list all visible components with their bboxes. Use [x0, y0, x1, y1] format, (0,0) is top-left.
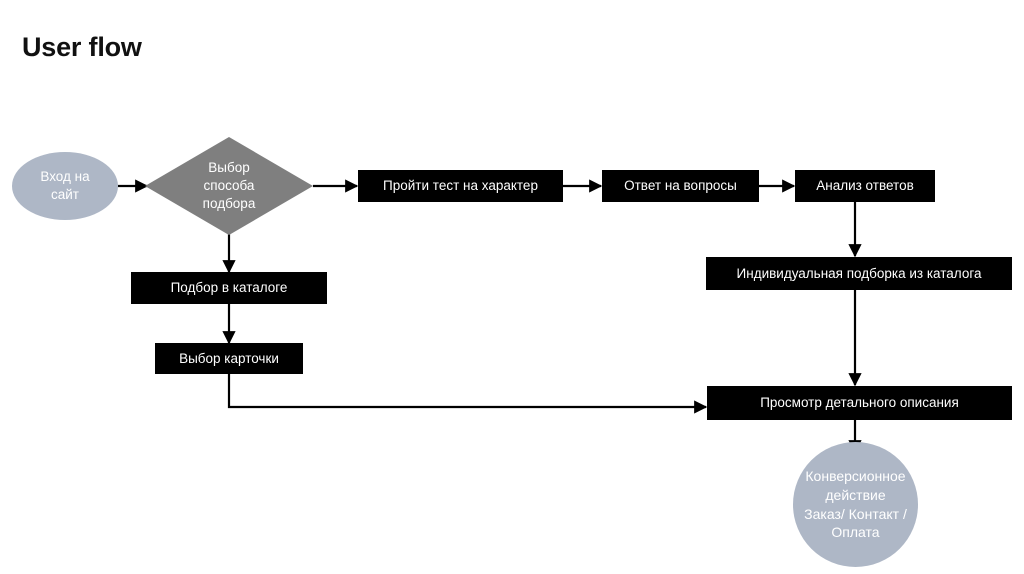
node-entry-label: Вход на сайт — [40, 168, 90, 202]
node-card-selection-label: Выбор карточки — [179, 350, 279, 366]
node-individual-selection-label: Индивидуальная подборка из каталога — [736, 265, 982, 281]
node-personality-test-label: Пройти тест на характер — [383, 178, 538, 194]
page-title: User flow — [22, 32, 142, 62]
node-method-selection[interactable]: Выбор способа подбора — [145, 137, 313, 235]
node-analyze-answers-label: Анализ ответов — [816, 178, 914, 194]
node-method-selection-label: Выбор способа подбора — [202, 160, 256, 211]
node-detail-view-label: Просмотр детального описания — [760, 395, 959, 411]
node-entry[interactable]: Вход на сайт — [12, 152, 118, 220]
node-analyze-answers[interactable]: Анализ ответов — [795, 170, 935, 202]
node-conversion-action[interactable]: Конверсионное действие Заказ/ Контакт / … — [793, 442, 918, 567]
node-catalog-selection-label: Подбор в каталоге — [170, 280, 288, 296]
node-individual-selection[interactable]: Индивидуальная подборка из каталога — [706, 257, 1012, 290]
node-conversion-action-label: Конверсионное действие Заказ/ Контакт / … — [804, 467, 907, 541]
node-answer-questions[interactable]: Ответ на вопросы — [602, 170, 759, 202]
node-personality-test[interactable]: Пройти тест на характер — [358, 170, 563, 202]
edge-card-to-details — [227, 373, 708, 414]
node-detail-view[interactable]: Просмотр детального описания — [707, 386, 1012, 420]
node-answer-questions-label: Ответ на вопросы — [624, 178, 737, 194]
node-catalog-selection[interactable]: Подбор в каталоге — [131, 272, 327, 304]
node-card-selection[interactable]: Выбор карточки — [155, 343, 303, 374]
